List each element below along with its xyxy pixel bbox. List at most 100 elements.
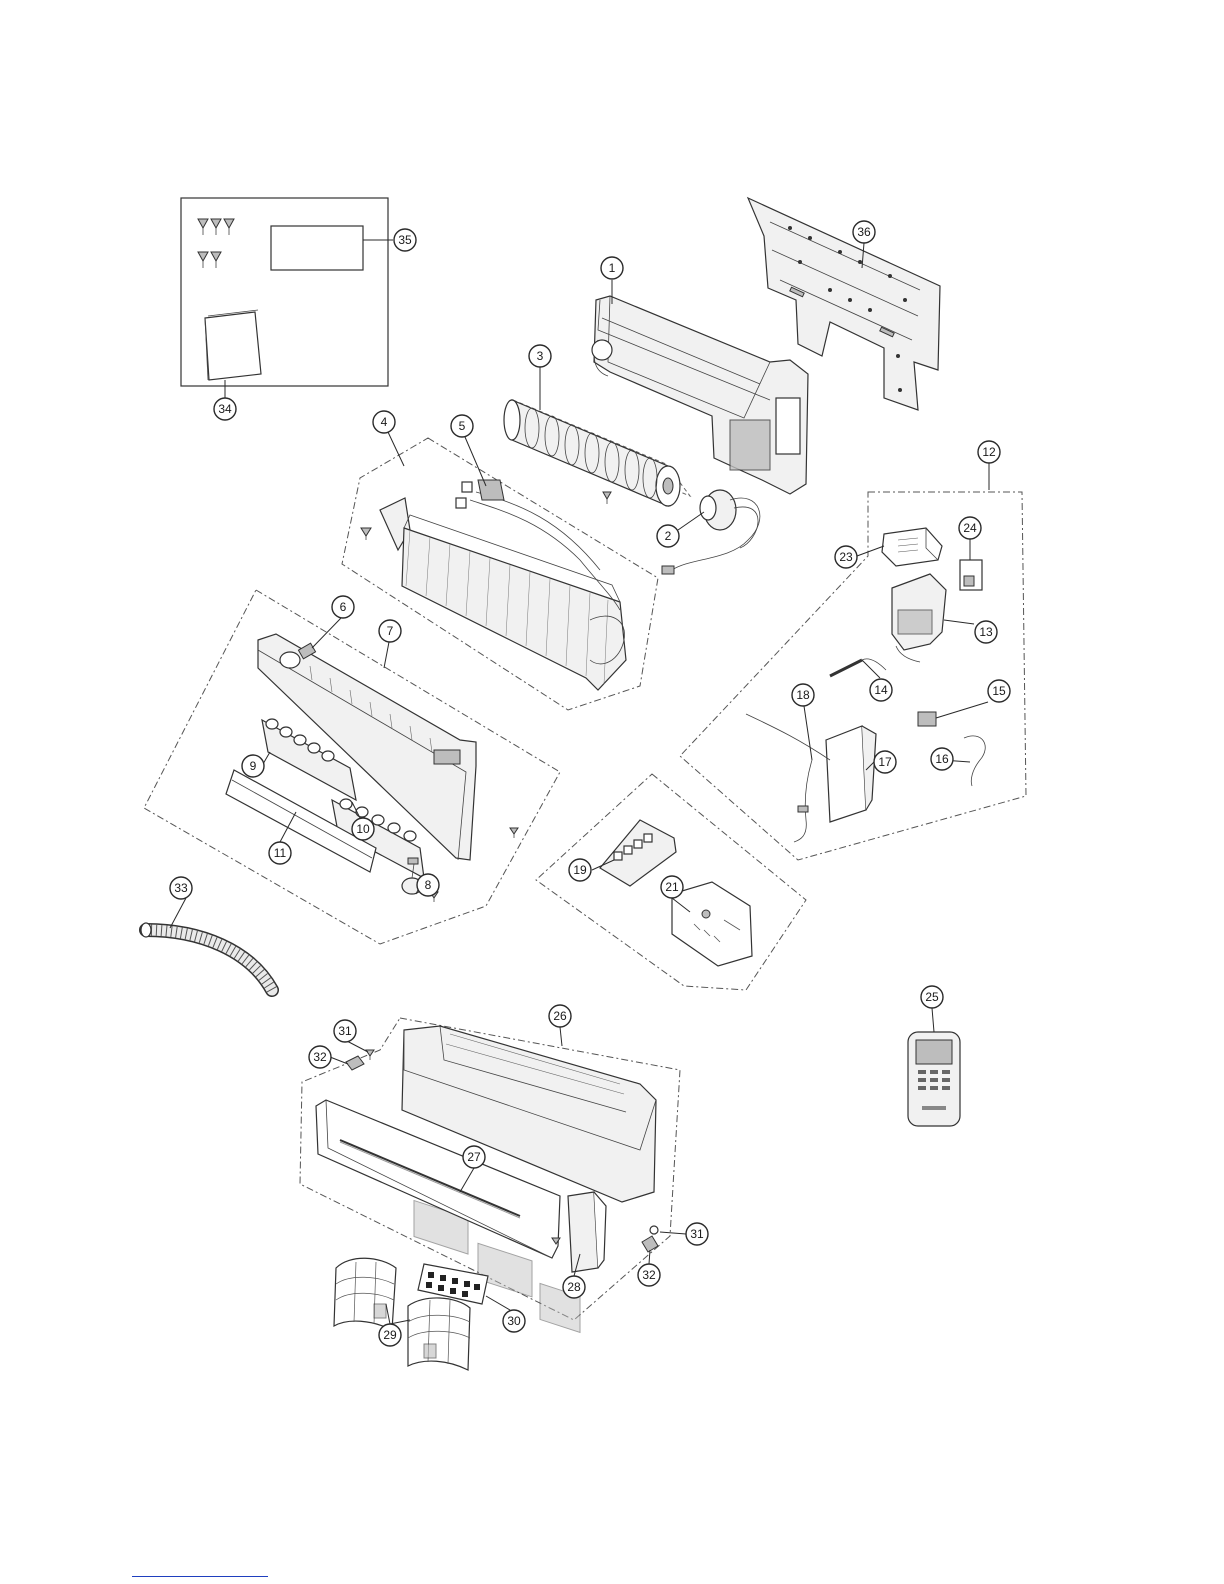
svg-text:26: 26 <box>553 1009 567 1023</box>
coil-fittings <box>456 480 504 508</box>
svg-text:1: 1 <box>609 261 616 275</box>
balloon-4: 4 <box>373 411 395 433</box>
svg-text:12: 12 <box>982 445 996 459</box>
balloon-28: 28 <box>563 1276 585 1298</box>
drain-hose <box>141 923 272 990</box>
svg-text:8: 8 <box>425 878 432 892</box>
balloon-34: 34 <box>214 398 236 420</box>
balloon-8: 8 <box>417 874 439 896</box>
grille-screw-right <box>650 1226 658 1234</box>
accessory-kit <box>181 198 388 386</box>
svg-text:33: 33 <box>174 881 188 895</box>
svg-text:9: 9 <box>250 759 257 773</box>
svg-text:5: 5 <box>459 419 466 433</box>
balloon-6: 6 <box>332 596 354 618</box>
svg-text:28: 28 <box>567 1280 581 1294</box>
svg-text:13: 13 <box>979 625 993 639</box>
terminal-cover <box>882 528 942 566</box>
svg-text:15: 15 <box>992 684 1006 698</box>
balloon-12: 12 <box>978 441 1000 463</box>
svg-text:19: 19 <box>573 863 587 877</box>
evaporator-coil <box>380 492 626 690</box>
indicator-holder <box>600 820 676 886</box>
balloon-30: 30 <box>503 1310 525 1332</box>
electronic-controller <box>892 574 946 662</box>
balloon-32-right: 32 <box>638 1264 660 1286</box>
balloon-21: 21 <box>661 876 683 898</box>
control-board-cover <box>746 714 876 842</box>
balloon-31-left: 31 <box>334 1020 356 1042</box>
balloon-13: 13 <box>975 621 997 643</box>
balloon-14: 14 <box>870 679 892 701</box>
coil-screw <box>361 528 371 540</box>
svg-text:36: 36 <box>857 225 871 239</box>
lead-wire <box>964 736 985 786</box>
svg-text:30: 30 <box>507 1314 521 1328</box>
crossflow-fan <box>504 400 690 506</box>
drain-pan-screw <box>510 828 518 838</box>
balloon-19: 19 <box>569 859 591 881</box>
svg-text:32: 32 <box>313 1050 327 1064</box>
screw-cap-right <box>642 1236 658 1252</box>
svg-text:11: 11 <box>274 846 287 860</box>
air-filter-left <box>334 1258 396 1330</box>
balloon-36: 36 <box>853 221 875 243</box>
balloon-18: 18 <box>792 684 814 706</box>
svg-text:7: 7 <box>387 624 394 638</box>
balloon-16: 16 <box>931 748 953 770</box>
balloon-10: 10 <box>352 818 374 840</box>
svg-text:25: 25 <box>925 990 939 1004</box>
svg-text:21: 21 <box>665 880 679 894</box>
svg-text:31: 31 <box>338 1024 352 1038</box>
balloon-11: 11 <box>269 842 291 864</box>
sensor-lead <box>830 659 886 676</box>
balloon-31-right: 31 <box>686 1223 708 1245</box>
svg-text:6: 6 <box>340 600 347 614</box>
svg-text:27: 27 <box>467 1150 481 1164</box>
svg-text:4: 4 <box>381 415 388 429</box>
svg-text:3: 3 <box>537 349 544 363</box>
balloon-26: 26 <box>549 1005 571 1027</box>
air-filter-right <box>408 1298 470 1370</box>
svg-text:23: 23 <box>839 550 853 564</box>
manual-booklet <box>205 310 261 380</box>
indicator-pcb <box>672 882 752 966</box>
balloon-35: 35 <box>394 229 416 251</box>
label-sheet <box>271 226 363 270</box>
svg-text:24: 24 <box>963 521 977 535</box>
balloon-7: 7 <box>379 620 401 642</box>
svg-text:16: 16 <box>935 752 949 766</box>
balloon-29: 29 <box>379 1324 401 1346</box>
svg-text:14: 14 <box>874 683 888 697</box>
balloon-24: 24 <box>959 517 981 539</box>
svg-text:35: 35 <box>398 233 412 247</box>
balloon-23: 23 <box>835 546 857 568</box>
svg-text:18: 18 <box>796 688 810 702</box>
svg-text:32: 32 <box>642 1268 656 1282</box>
balloon-17: 17 <box>874 751 896 773</box>
remote-control <box>908 1032 960 1126</box>
balloon-3: 3 <box>529 345 551 367</box>
balloon-15: 15 <box>988 680 1010 702</box>
electronic-bracket <box>568 1192 606 1272</box>
balloon-1: 1 <box>601 257 623 279</box>
svg-text:2: 2 <box>665 529 672 543</box>
footer-link-underline[interactable] <box>132 1576 268 1577</box>
svg-text:31: 31 <box>690 1227 704 1241</box>
balloon-32-left: 32 <box>309 1046 331 1068</box>
svg-text:34: 34 <box>218 402 232 416</box>
balloon-27: 27 <box>463 1146 485 1168</box>
balloon-25: 25 <box>921 986 943 1008</box>
balloon-33: 33 <box>170 877 192 899</box>
group-boundary-discharge <box>144 590 560 944</box>
svg-text:10: 10 <box>356 822 370 836</box>
connector-block <box>918 712 936 726</box>
balloon-5: 5 <box>451 415 473 437</box>
balloon-2: 2 <box>657 525 679 547</box>
fan-screw <box>603 492 611 504</box>
balloon-9: 9 <box>242 755 264 777</box>
svg-text:29: 29 <box>383 1328 397 1342</box>
svg-text:17: 17 <box>878 755 892 769</box>
transformer-unit <box>960 560 982 590</box>
